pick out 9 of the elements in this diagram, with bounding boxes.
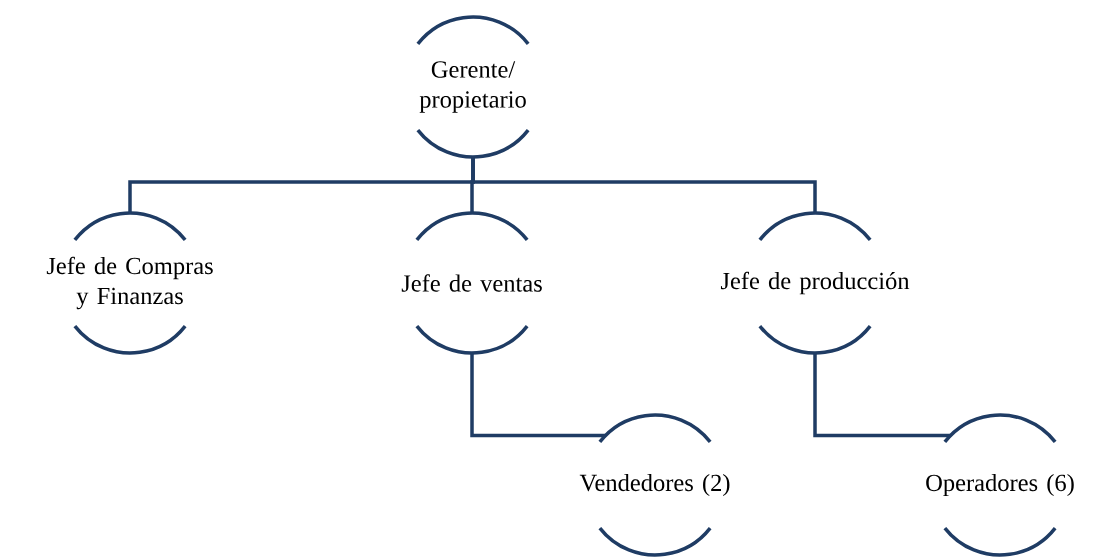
org-chart-node: Vendedores (2): [579, 413, 730, 557]
org-chart-node: Operadores (6): [926, 413, 1074, 557]
org-chart-node: Gerente/ propietario: [416, 15, 530, 159]
org-chart-node: Jefe de ventas: [401, 211, 542, 355]
org-chart-node: Jefe de Compras y Finanzas: [46, 211, 213, 355]
connector-line: [470, 353, 606, 438]
org-chart-node: Jefe de producción: [720, 211, 910, 355]
connector-line: [471, 157, 817, 213]
connector-line: [813, 353, 951, 438]
